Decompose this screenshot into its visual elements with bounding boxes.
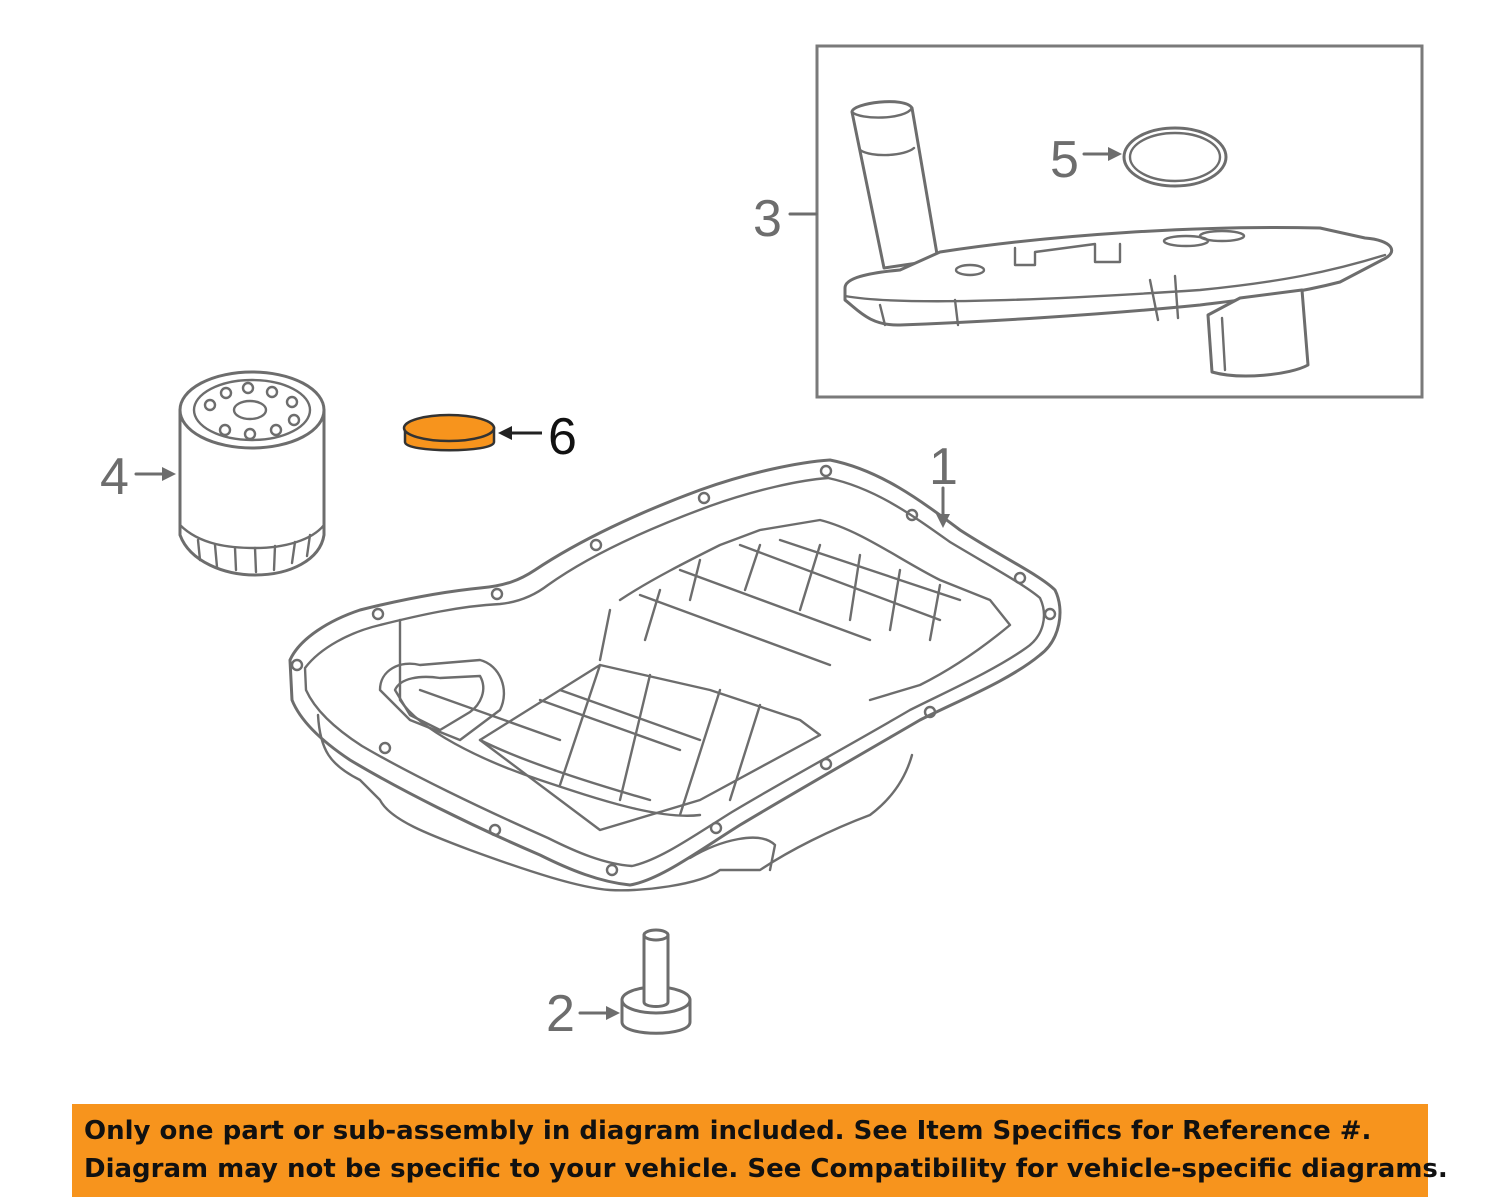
oil-filter-part-4 <box>178 370 326 577</box>
oil-pan-part-1 <box>288 458 1062 892</box>
callout-2: 2 <box>546 985 575 1043</box>
leader-lines <box>134 147 1122 1020</box>
disclaimer-line-2: Diagram may not be specific to your vehi… <box>84 1154 1448 1184</box>
drain-plug-part-2 <box>620 928 692 1035</box>
callout-1: 1 <box>929 438 958 496</box>
transmission-filter-part-3 <box>843 100 1394 378</box>
filter-seal-part-5 <box>1122 126 1228 188</box>
callout-5: 5 <box>1050 131 1079 189</box>
callout-3: 3 <box>753 190 782 248</box>
disclaimer-line-1: Only one part or sub-assembly in diagram… <box>84 1116 1372 1146</box>
callout-4: 4 <box>100 448 129 506</box>
callout-6: 6 <box>548 408 577 466</box>
disclaimer-banner: Only one part or sub-assembly in diagram… <box>72 1104 1448 1197</box>
inset-box <box>815 44 1424 399</box>
plug-part-6-highlighted <box>402 413 496 452</box>
